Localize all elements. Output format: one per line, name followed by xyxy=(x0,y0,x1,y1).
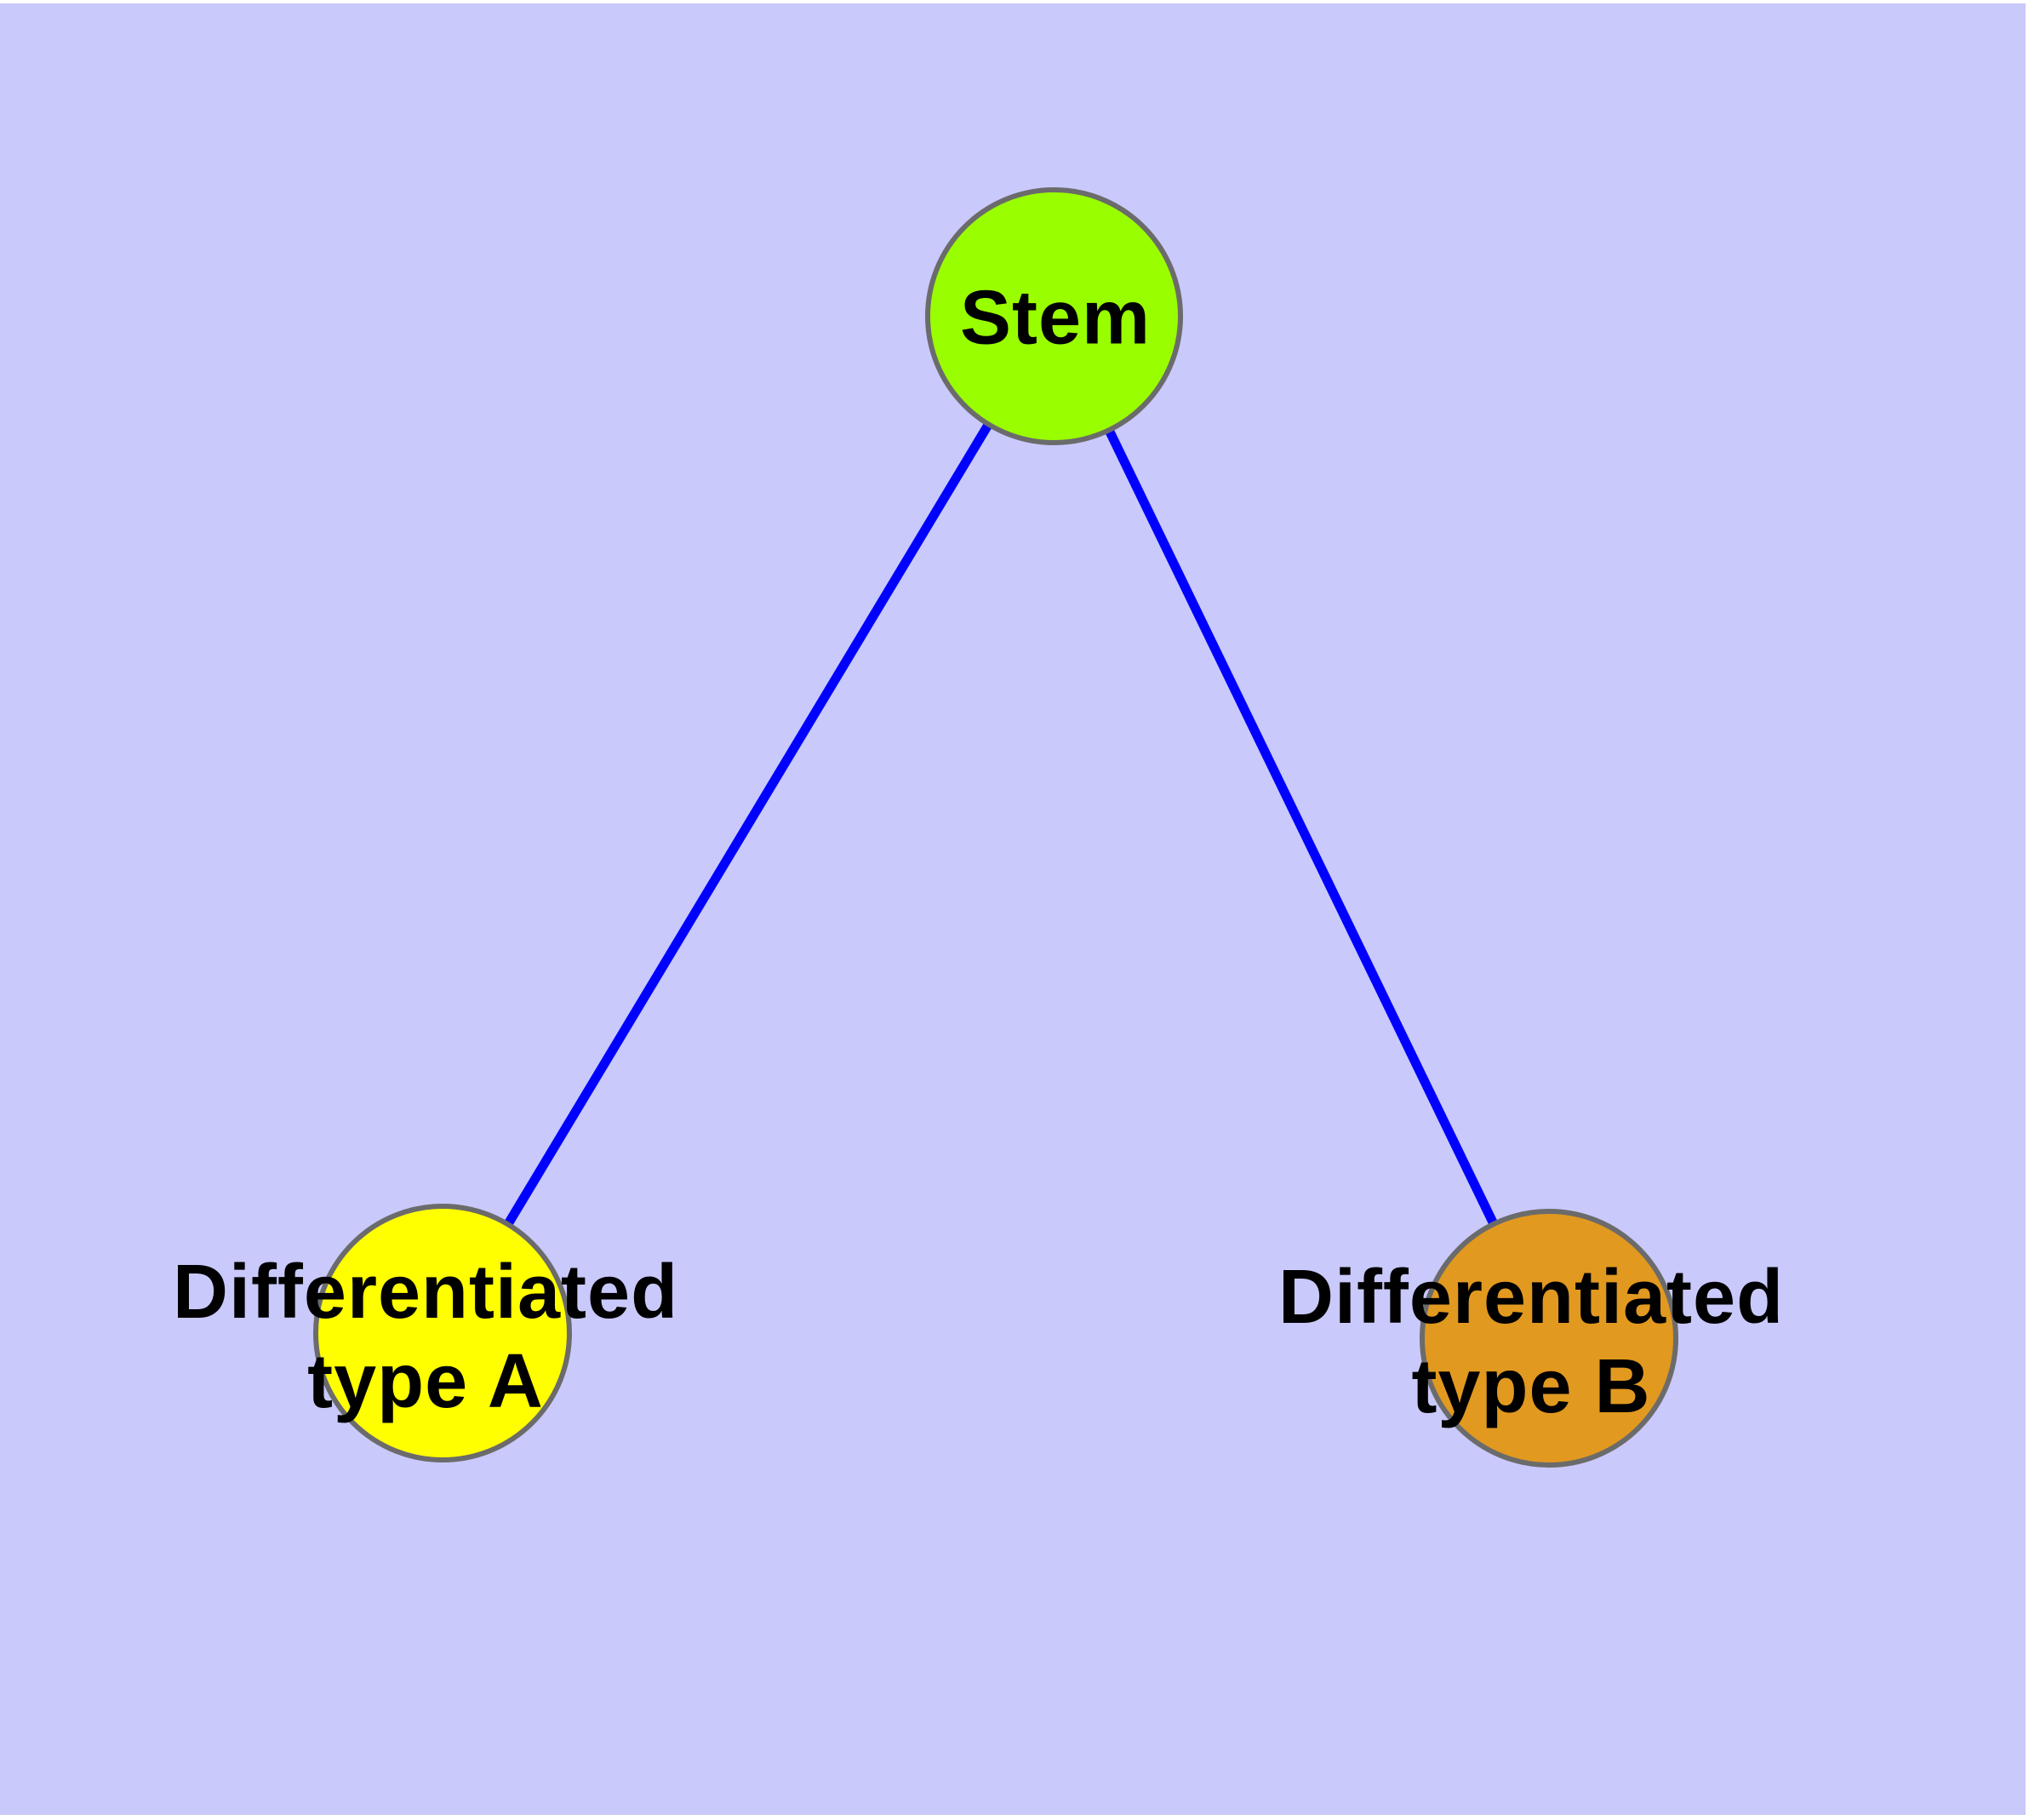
node-differentiated-type-a xyxy=(313,1204,572,1462)
node-label-stem: Stem xyxy=(959,275,1152,361)
edge-stem-to-type-b xyxy=(1049,313,1553,1341)
node-differentiated-type-b xyxy=(1420,1209,1678,1468)
node-stem xyxy=(924,186,1183,445)
node-label-differentiated-type-a: Differentiated type A xyxy=(172,1250,679,1424)
node-label-differentiated-type-b: Differentiated type B xyxy=(1277,1255,1785,1429)
edge-stem-to-type-a xyxy=(438,313,1058,1336)
